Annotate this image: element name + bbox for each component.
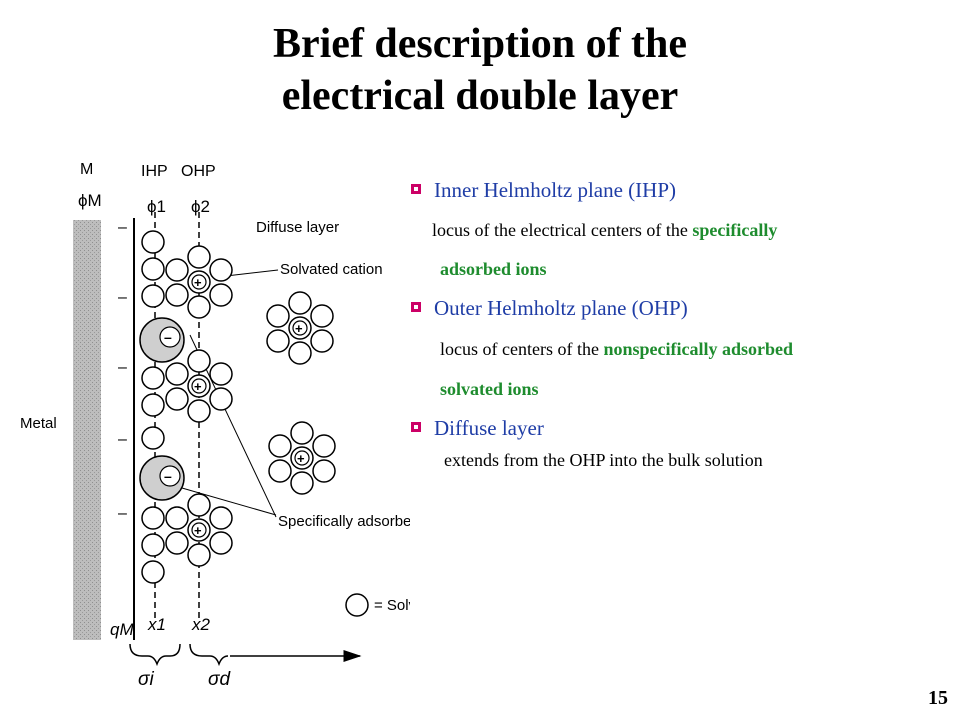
title-line-2: electrical double layer bbox=[281, 73, 679, 119]
ohp-heading-text: Outer Helmholtz plane (OHP) bbox=[434, 296, 688, 320]
metal-electrode bbox=[73, 220, 101, 640]
solvent-molecule bbox=[141, 533, 165, 557]
label-x1: x1 bbox=[147, 615, 166, 634]
solvated-cation: + bbox=[165, 349, 233, 423]
surface-charge: – bbox=[118, 289, 127, 306]
title-line-1: Brief description of the bbox=[272, 21, 688, 67]
ohp-desc-highlight: nonspecifically adsorbed bbox=[603, 339, 793, 359]
solvent-molecule bbox=[141, 506, 165, 530]
label-solvated-cation: Solvated cation bbox=[280, 261, 383, 278]
surface-charge: – bbox=[118, 359, 127, 376]
double-layer-diagram: M ϕM IHP OHP ϕ1 ϕ2 Diffuse layer Solvate… bbox=[20, 161, 410, 690]
label-qm: qM bbox=[110, 620, 134, 639]
label-diffuse-layer: Diffuse layer bbox=[256, 219, 339, 236]
label-ihp: IHP bbox=[141, 163, 168, 180]
label-metal: Metal bbox=[20, 415, 57, 432]
label-solvent-molecule: = Solvent molecule bbox=[374, 597, 410, 614]
label-phi2: ϕ2 bbox=[191, 197, 210, 216]
solvated-cation: + bbox=[268, 421, 336, 495]
anion-core bbox=[159, 326, 181, 348]
diffuse-heading-text: Diffuse layer bbox=[434, 416, 544, 440]
bullet-list: Inner Helmholtz plane (IHP) locus of the… bbox=[410, 176, 950, 470]
svg-text:+: + bbox=[297, 451, 305, 466]
bullet-square-icon bbox=[411, 302, 421, 312]
solvent-molecule bbox=[141, 426, 165, 450]
svg-text:+: + bbox=[194, 379, 202, 394]
svg-text:+: + bbox=[295, 321, 303, 336]
solvated-cation: + bbox=[266, 291, 334, 365]
pointer-solvated-cation bbox=[225, 269, 279, 277]
solvent-molecule bbox=[141, 560, 165, 584]
bullet-square-icon bbox=[411, 422, 421, 432]
svg-text:+: + bbox=[194, 523, 202, 538]
pointer-anion bbox=[181, 487, 277, 516]
surface-charge: – bbox=[118, 219, 127, 236]
label-sigma-d: σd bbox=[208, 669, 231, 690]
surface-charge: – bbox=[118, 505, 127, 522]
solvent-molecule bbox=[141, 284, 165, 308]
label-m: M bbox=[80, 161, 93, 178]
label-ohp: OHP bbox=[181, 163, 216, 180]
anion-core bbox=[159, 465, 181, 487]
svg-text:+: + bbox=[194, 275, 202, 290]
ohp-description: locus of centers of the nonspecifically … bbox=[440, 339, 950, 359]
sigma-d-brace bbox=[189, 643, 229, 667]
surface-charge: – bbox=[118, 431, 127, 448]
anion-charge: – bbox=[164, 468, 172, 484]
label-phi-m: ϕM bbox=[78, 191, 102, 210]
label-sigma-i: σi bbox=[138, 669, 154, 690]
ohp-desc-plain: locus of centers of the bbox=[440, 339, 604, 359]
solvent-molecule bbox=[141, 230, 165, 254]
ihp-heading-text: Inner Helmholtz plane (IHP) bbox=[434, 178, 677, 202]
ihp-description-line2: adsorbed ions bbox=[440, 259, 547, 279]
legend-solvent-molecule bbox=[345, 593, 369, 617]
page-number: 15 bbox=[928, 687, 948, 709]
ihp-description: locus of the electrical centers of the s… bbox=[432, 220, 950, 240]
label-phi1: ϕ1 bbox=[147, 197, 166, 216]
solvent-molecule bbox=[141, 366, 165, 390]
bullet-ihp-heading: Inner Helmholtz plane (IHP) bbox=[410, 176, 950, 204]
solvated-cation: + bbox=[165, 493, 233, 567]
sigma-i-brace bbox=[129, 643, 181, 667]
bullet-ohp-heading: Outer Helmholtz plane (OHP) bbox=[410, 294, 950, 322]
ohp-description-line2: solvated ions bbox=[440, 379, 539, 399]
solvent-molecule bbox=[141, 257, 165, 281]
diffuse-description: extends from the OHP into the bulk solut… bbox=[444, 450, 763, 470]
label-specifically-adsorbed-anion: Specifically adsorbed anion bbox=[278, 513, 410, 530]
ihp-desc-plain: locus of the electrical centers of the bbox=[432, 220, 693, 240]
solvent-molecule bbox=[141, 393, 165, 417]
solvated-cation: + bbox=[165, 245, 233, 319]
slide-title: Brief description of the electrical doub… bbox=[0, 18, 960, 122]
bullet-square-icon bbox=[411, 184, 421, 194]
ihp-desc-highlight: specifically bbox=[692, 220, 778, 240]
label-x2: x2 bbox=[191, 615, 211, 634]
anion-charge: – bbox=[164, 329, 172, 345]
bullet-diffuse-heading: Diffuse layer bbox=[410, 414, 950, 442]
